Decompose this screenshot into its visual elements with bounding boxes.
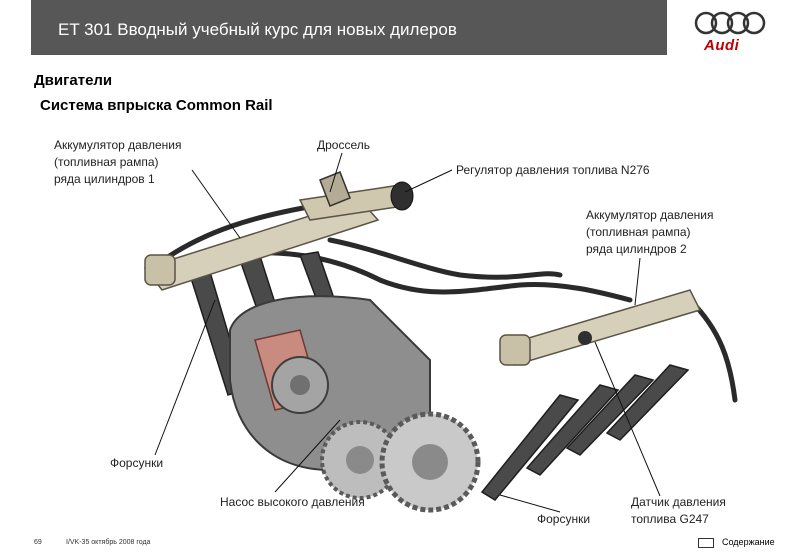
contents-link[interactable]: Содержание <box>698 537 775 548</box>
label-high-pressure-pump: Насос высокого давления <box>220 495 365 509</box>
label-line: Датчик давления <box>631 495 726 509</box>
audi-rings-logo <box>694 11 766 35</box>
label-line: топлива G247 <box>631 512 709 526</box>
label-injectors-right: Форсунки <box>537 512 591 526</box>
header-bar <box>31 0 667 55</box>
section-title: Двигатели <box>34 72 113 89</box>
label-pressure-regulator: Регулятор давления топлива N276 <box>456 163 650 177</box>
contents-label: Содержание <box>722 537 775 547</box>
label-line: Аккумулятор давления <box>54 138 182 152</box>
page-number: 69 <box>34 539 42 546</box>
label-line: (топливная рампа) <box>54 155 159 169</box>
label-line: (топливная рампа) <box>586 225 691 239</box>
document-reference: I/VK-35 октябрь 2008 года <box>66 539 151 546</box>
label-accumulator-bank-1: Аккумулятор давления (топливная рампа) р… <box>54 137 181 188</box>
contents-icon <box>698 537 714 548</box>
page-title: ET 301 Вводный учебный курс для новых ди… <box>58 20 457 39</box>
slide-subtitle: Система впрыска Common Rail <box>40 97 273 114</box>
label-line: ряда цилиндров 2 <box>586 242 687 256</box>
label-throttle: Дроссель <box>317 138 371 152</box>
audi-wordmark: Audi <box>704 37 740 54</box>
label-pressure-sensor: Датчик давления топлива G247 <box>631 494 726 528</box>
label-injectors-left: Форсунки <box>110 456 164 470</box>
label-accumulator-bank-2: Аккумулятор давления (топливная рампа) р… <box>586 207 713 258</box>
label-line: ряда цилиндров 1 <box>54 172 155 186</box>
label-line: Аккумулятор давления <box>586 208 714 222</box>
